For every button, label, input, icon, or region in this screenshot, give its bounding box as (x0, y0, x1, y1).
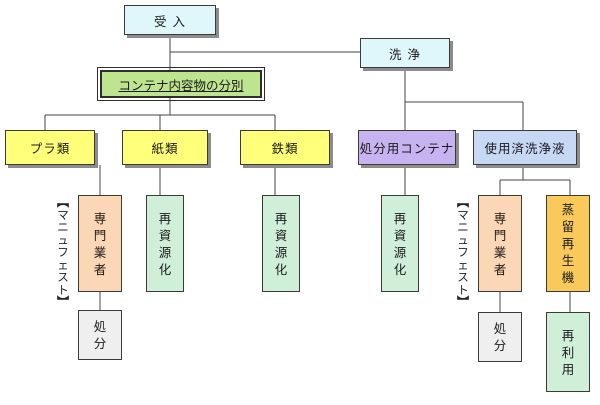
manifest-label-right: ︻マニュフェスト︼ (456, 195, 469, 309)
dispose-right-box: 処分 (478, 312, 522, 362)
contractor-left-box: 専門業者 (78, 195, 122, 292)
sort-contents-box: コンテナ内容物の分別 (97, 67, 265, 101)
contractor-right-box: 専門業者 (478, 195, 522, 292)
used-solvent-box: 使用済洗浄液 (473, 130, 577, 165)
receive-box: 受 入 (124, 5, 216, 35)
wash-box: 洗 浄 (360, 38, 450, 68)
paper-box: 紙類 (122, 130, 208, 165)
recycle-iron-box: 再資源化 (262, 195, 300, 292)
recycle-container-box: 再資源化 (381, 195, 419, 292)
dispose-left-box: 処分 (78, 310, 122, 360)
recycle-paper-box: 再資源化 (146, 195, 184, 292)
disposal-container-box: 処分用コンテナ (358, 130, 456, 165)
plastic-box: プラ類 (5, 130, 95, 165)
reuse-box: 再利用 (546, 312, 590, 392)
manifest-label-left: ︻マニュフェスト︼ (56, 195, 69, 309)
iron-box: 鉄類 (240, 130, 330, 165)
distill-regenerator-box: 蒸留再生機 (546, 195, 590, 292)
